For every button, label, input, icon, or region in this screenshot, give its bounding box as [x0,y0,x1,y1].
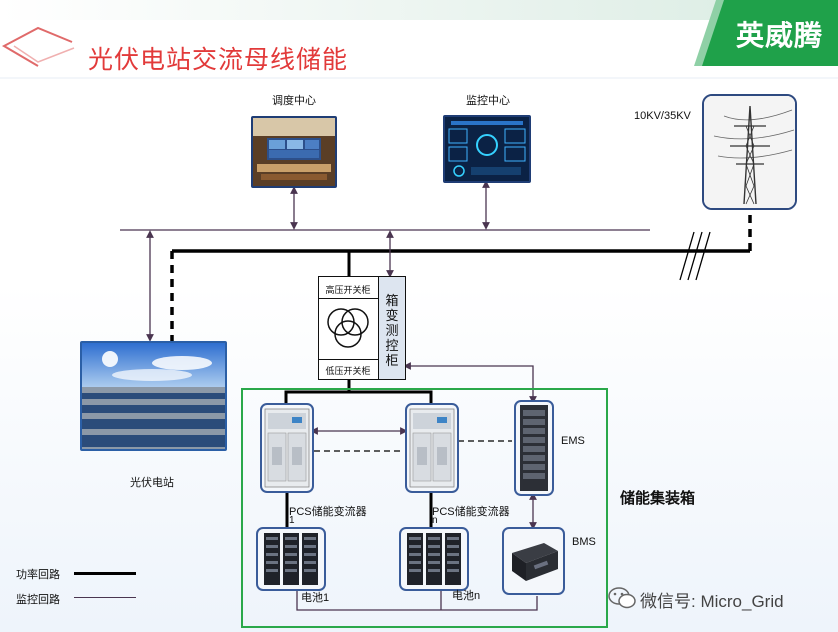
grid-slash [679,231,695,281]
transmission-tower-icon [704,96,795,208]
watermark-text: 微信号: Micro_Grid [640,592,784,611]
hv-switchgear: 高压开关柜 [319,277,379,299]
monitoring-dashboard-icon [445,117,529,181]
pv-label: 光伏电站 [130,477,174,489]
monitor-center-image [443,115,531,183]
dispatch-label: 调度中心 [272,95,316,107]
page-title: 光伏电站交流母线储能 [88,46,349,74]
bms-label: BMS [572,536,596,548]
pv-plant-image [80,341,227,451]
battery-rack-icon [264,533,318,585]
pcs1-cabinet [260,403,314,493]
pcsn-index: n [432,515,438,526]
legend-power-line [74,572,136,575]
pcs1-index: 1 [289,515,295,526]
wechat-icon [608,587,636,609]
batteryn-rack [399,527,469,591]
grid-slash [687,231,703,281]
lv-switchgear: 低压开关柜 [319,359,379,379]
grid-slash [695,231,711,281]
transformer-coils-icon [327,308,369,348]
pcsn-power-link [349,390,433,404]
header-graphics [0,0,838,79]
bms-unit [502,527,565,595]
pcsn-cabinet [405,403,459,493]
box-control-label: 箱变测控柜 [385,293,399,368]
battery1-label: 电池1 [301,592,330,604]
pcs1-label: PCS储能变流器 [289,506,367,518]
brand-logo: 英威腾 [736,20,824,51]
ems-cabinet [514,400,554,496]
lv-switch-label: 低压开关柜 [325,366,371,376]
pcs-cabinet-icon [409,408,455,488]
brand-banner-stripe [694,0,724,66]
brand-banner [700,0,838,66]
grid-tower-image [702,94,797,210]
control-room-icon [253,118,335,186]
legend-monitor-label: 监控回路 [16,594,60,606]
pcsn-label: PCS储能变流器 [432,506,510,518]
storage-container [241,388,608,628]
legend-power-label: 功率回路 [16,569,60,581]
legend-monitor-line [74,597,136,599]
header-bar [0,0,838,20]
batteryn-label: 电池n [452,590,481,602]
hv-switch-label: 高压开关柜 [325,285,371,295]
title-arrow-shadow-icon [13,45,75,63]
ems-label: EMS [561,435,585,447]
transformer-unit: 高压开关柜 低压开关柜 箱变测控柜 [318,276,406,380]
box-control-cabinet: 箱变测控柜 [379,277,404,378]
solar-panels-icon [82,343,225,449]
battery-rack-icon [407,533,461,585]
server-rack-icon [520,405,548,491]
bms-controller-icon [512,543,558,581]
battery1-rack [256,527,326,591]
monitor-label: 监控中心 [466,95,510,107]
container-label: 储能集装箱 [620,490,696,507]
grid-voltage-label: 10KV/35KV [634,110,691,122]
transformer-body [319,299,379,359]
pcs1-power-link [284,378,351,404]
bms-loop [296,590,538,611]
dispatch-center-image [251,116,337,188]
title-arrow-icon [1,26,73,67]
pcs-cabinet-icon [264,408,310,488]
